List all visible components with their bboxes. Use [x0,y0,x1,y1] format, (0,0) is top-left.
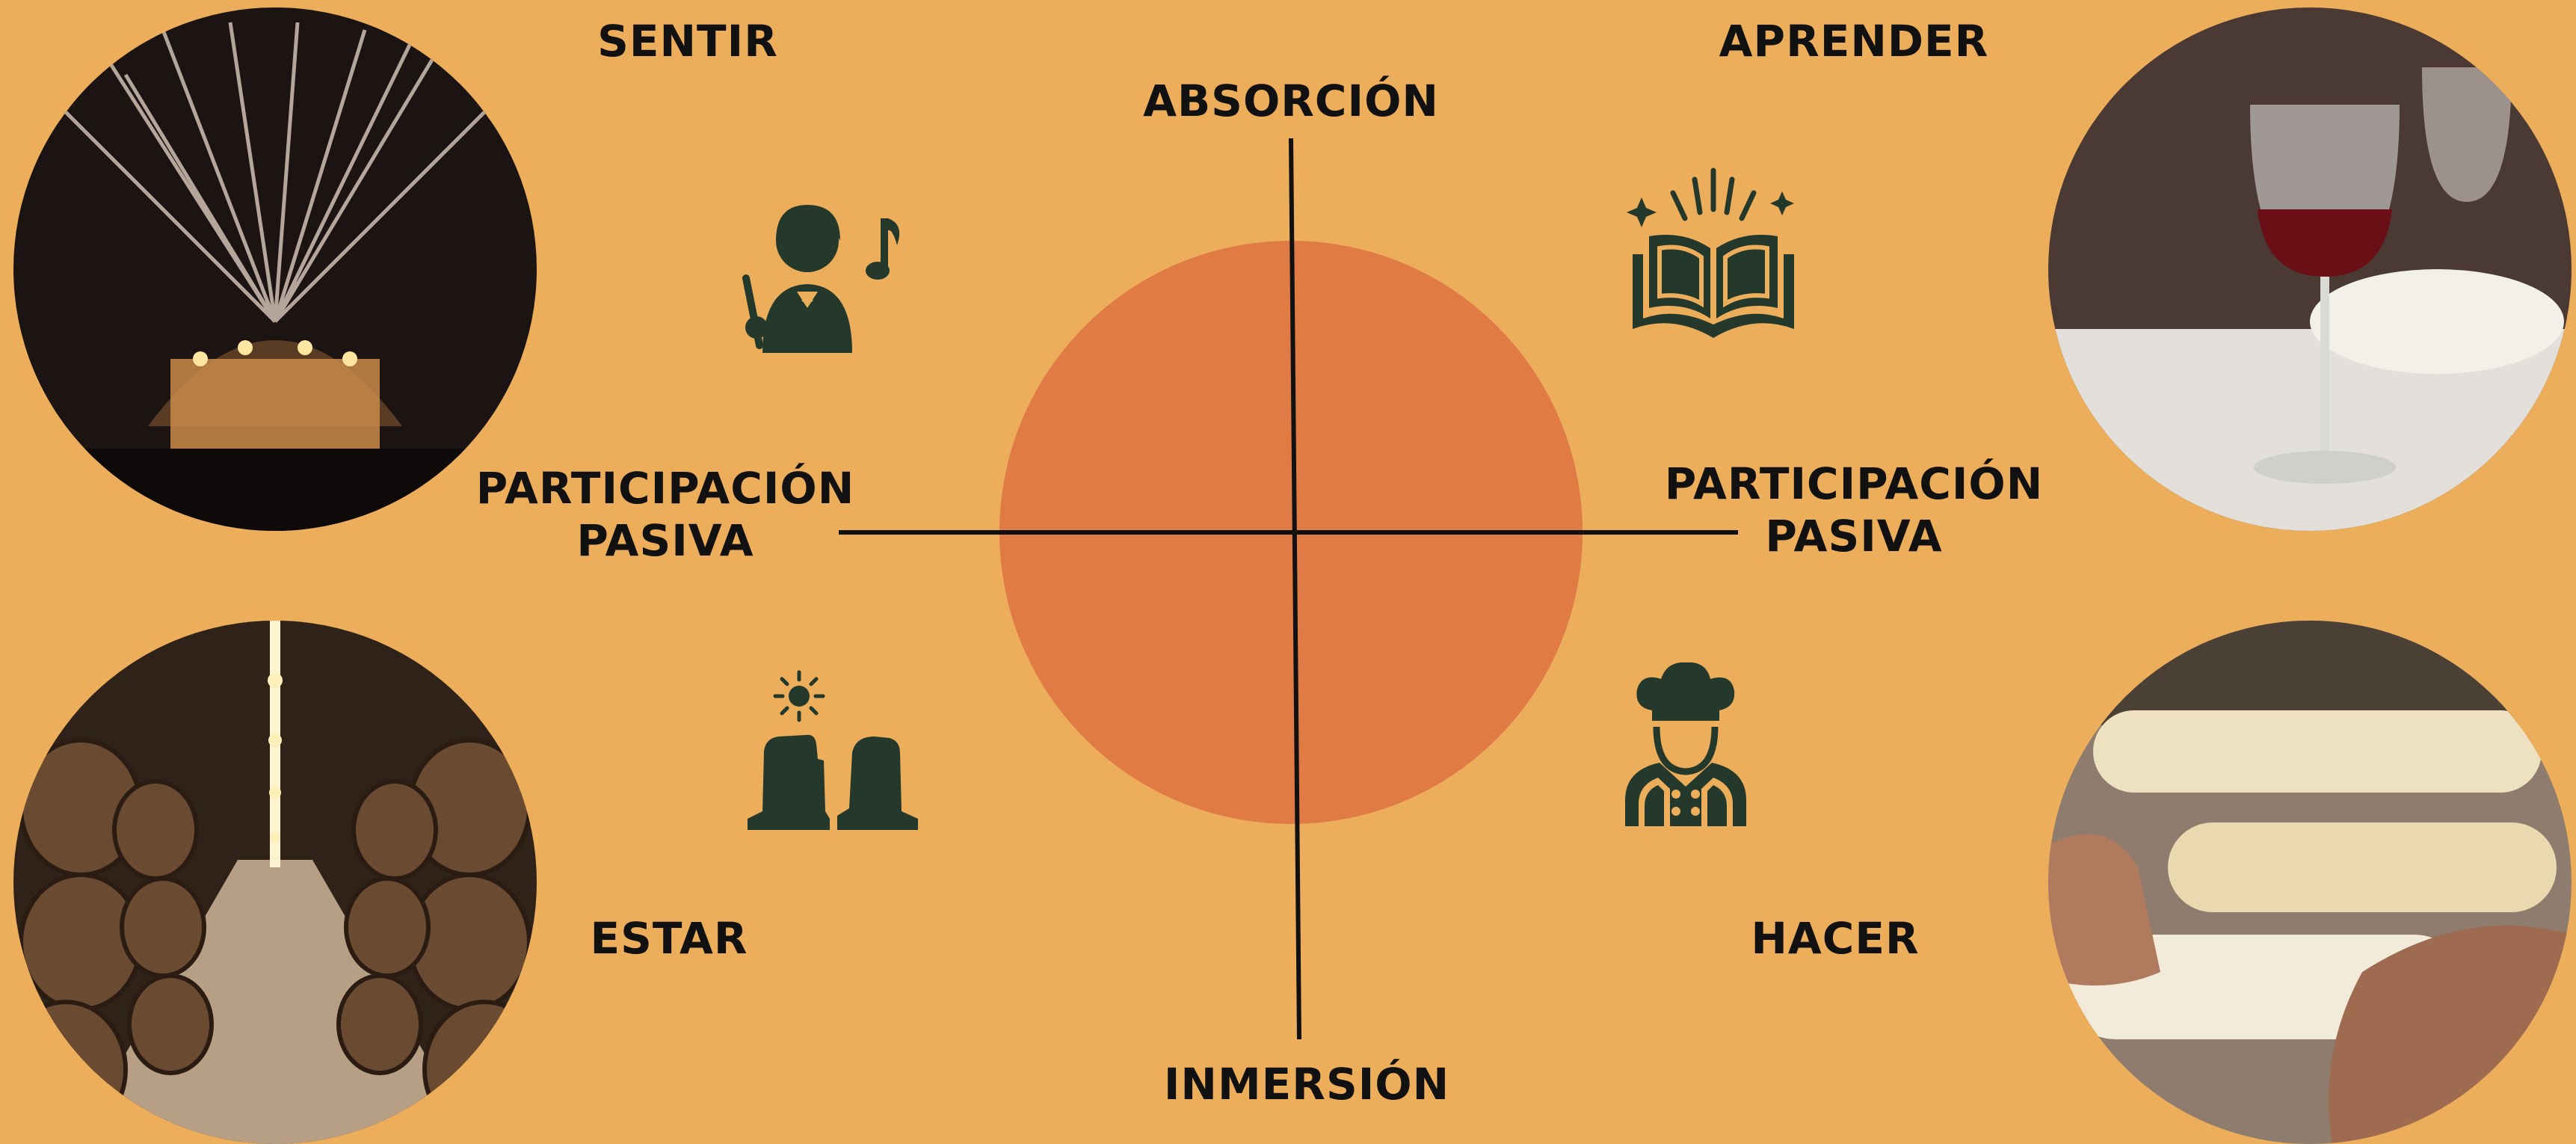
vertical-axis [1289,138,1301,1040]
quadrant-label-sentir: SENTIR [597,16,778,67]
axis-label-left: PARTICIPACIÓN PASIVA [476,462,854,567]
quadrant-label-hacer: HACER [1751,913,1920,964]
axis-label-bottom: INMERSIÓN [1163,1059,1450,1110]
wine-glass-photo [2048,7,2572,531]
rock-formation-icon [740,669,927,834]
axis-label-right: PARTICIPACIÓN PASIVA [1665,458,2043,562]
bread-dough-photo [2048,621,2572,1144]
chef-icon [1622,658,1749,830]
quadrant-label-estar: ESTAR [590,913,748,964]
wine-cellar-barrels-photo [13,621,537,1144]
open-book-icon [1624,164,1803,344]
quadrant-label-aprender: APRENDER [1719,16,1989,67]
axis-label-right-line2: PASIVA [1765,511,1943,562]
axis-label-left-line1: PARTICIPACIÓN [475,463,855,514]
axis-label-top: ABSORCIÓN [1143,76,1439,126]
conductor-icon [731,196,910,360]
axis-label-left-line2: PASIVA [576,515,754,566]
concert-fireworks-photo [13,7,537,531]
axis-label-right-line1: PARTICIPACIÓN [1664,458,2044,509]
